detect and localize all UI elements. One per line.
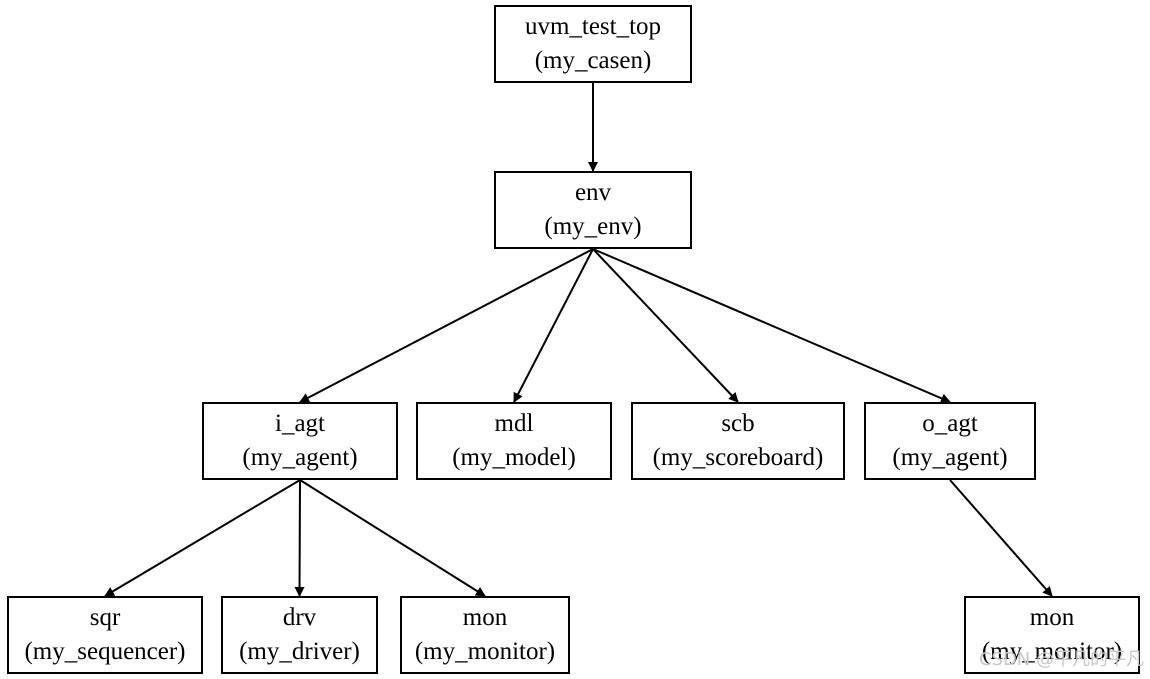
node-instance-name: mon: [462, 604, 508, 631]
edge-arrow-i_agt-to-sqr: [104, 479, 301, 597]
node-class-name: (my_scoreboard): [652, 444, 824, 471]
node-class-name: (my_agent): [242, 444, 358, 471]
node-class-name: (my_sequencer): [24, 638, 186, 665]
edge-arrow-env-to-o_agt: [592, 248, 951, 404]
node-scb: scb (my_scoreboard): [631, 402, 845, 480]
edge-arrow-env-to-scb: [592, 248, 739, 403]
node-instance-name: scb: [721, 410, 755, 437]
edge-arrow-i_agt-to-mon_i: [299, 479, 486, 597]
node-class-name: (my_driver): [239, 638, 360, 665]
node-uvm-test-top: uvm_test_top (my_casen): [494, 5, 692, 83]
node-class-name: (my_model): [452, 444, 576, 471]
node-instance-name: uvm_test_top: [524, 13, 662, 40]
node-class-name: (my_casen): [534, 47, 652, 74]
node-env: env (my_env): [494, 171, 692, 249]
node-mdl: mdl (my_model): [416, 402, 612, 480]
node-class-name: (my_monitor): [981, 638, 1123, 665]
node-sqr: sqr (my_sequencer): [7, 596, 203, 674]
node-instance-name: o_agt: [922, 410, 978, 437]
watermark: CSDN @平凡的平凡: [978, 649, 1144, 670]
node-mon-output: mon (my_monitor): [964, 596, 1140, 674]
node-o-agt: o_agt (my_agent): [864, 402, 1036, 480]
node-mon-input: mon (my_monitor): [400, 596, 570, 674]
node-class-name: (my_agent): [892, 444, 1008, 471]
node-instance-name: env: [574, 179, 612, 206]
node-instance-name: sqr: [89, 604, 121, 631]
node-instance-name: mdl: [494, 410, 534, 437]
edge-arrow-i_agt-to-drv: [294, 479, 305, 597]
node-class-name: (my_env): [544, 213, 642, 240]
node-instance-name: mon: [1029, 604, 1075, 631]
edge-arrow-o_agt-to-mon_o: [949, 479, 1053, 597]
node-class-name: (my_monitor): [414, 638, 556, 665]
edge-arrow-env-to-i_agt: [299, 248, 594, 403]
node-i-agt: i_agt (my_agent): [202, 402, 398, 480]
node-instance-name: drv: [282, 604, 317, 631]
node-instance-name: i_agt: [275, 410, 325, 437]
node-drv: drv (my_driver): [221, 596, 378, 674]
edge-arrow-env-to-mdl: [513, 248, 594, 403]
